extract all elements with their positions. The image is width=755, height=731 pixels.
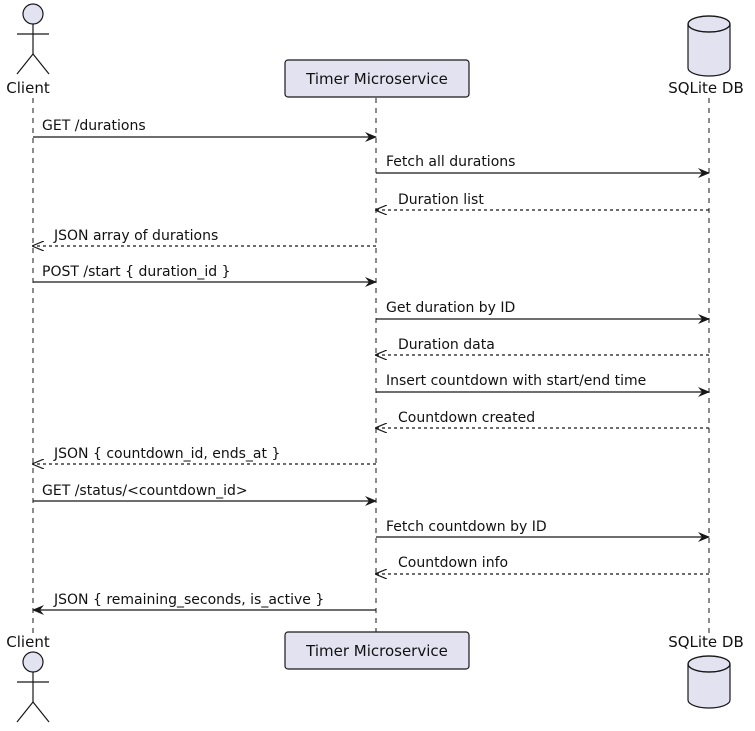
message-label: JSON { countdown_id, ends_at } [53,446,280,462]
message-8: Insert countdown with start/end time [376,373,710,397]
timer-microservice-participant-top: Timer Microservice [284,59,470,98]
message-3: Duration list [376,192,709,210]
message-4: JSON array of durations [33,228,376,246]
message-label: JSON { remaining_seconds, is_active } [53,592,324,608]
actor-icon [16,651,50,723]
sqlite-db-label-bottom: SQLite DB [668,633,744,651]
sqlite-db-participant-bottom: SQLite DB [668,633,744,709]
message-label: Fetch countdown by ID [386,519,547,535]
message-7: Duration data [376,337,709,355]
client-label-bottom: Client [6,633,50,651]
sqlite-db-label-top: SQLite DB [668,79,744,97]
sqlite-db-participant-top: SQLite DB [668,15,744,97]
client-actor-bottom: Client [6,633,50,723]
message-6: Get duration by ID [376,300,710,324]
message-14: JSON { remaining_seconds, is_active } [32,592,376,615]
message-10: JSON { countdown_id, ends_at } [33,446,376,464]
message-label: Get duration by ID [386,300,515,316]
message-label: Insert countdown with start/end time [386,373,646,389]
timer-microservice-label-top: Timer Microservice [305,70,448,88]
message-13: Countdown info [376,555,709,574]
message-12: Fetch countdown by ID [376,519,710,542]
message-label: Countdown created [398,410,535,426]
message-label: GET /durations [42,118,146,134]
actor-icon [16,3,50,75]
message-label: Duration data [398,337,495,353]
message-5: POST /start { duration_id } [33,264,377,287]
database-icon [687,655,731,709]
message-11: GET /status/<countdown_id> [33,483,377,506]
message-label: GET /status/<countdown_id> [42,483,248,499]
database-icon [687,15,731,77]
message-2: Fetch all durations [376,154,710,178]
message-label: JSON array of durations [53,228,218,244]
timer-microservice-participant-bottom: Timer Microservice [284,631,470,670]
message-label: Countdown info [398,555,508,571]
message-label: Duration list [398,192,484,208]
message-label: POST /start { duration_id } [42,264,231,280]
message-1: GET /durations [33,118,377,142]
message-label: Fetch all durations [386,154,515,170]
client-actor-top: Client [6,3,50,97]
client-label-top: Client [6,79,50,97]
message-9: Countdown created [376,410,709,428]
timer-microservice-label-bottom: Timer Microservice [305,642,448,660]
